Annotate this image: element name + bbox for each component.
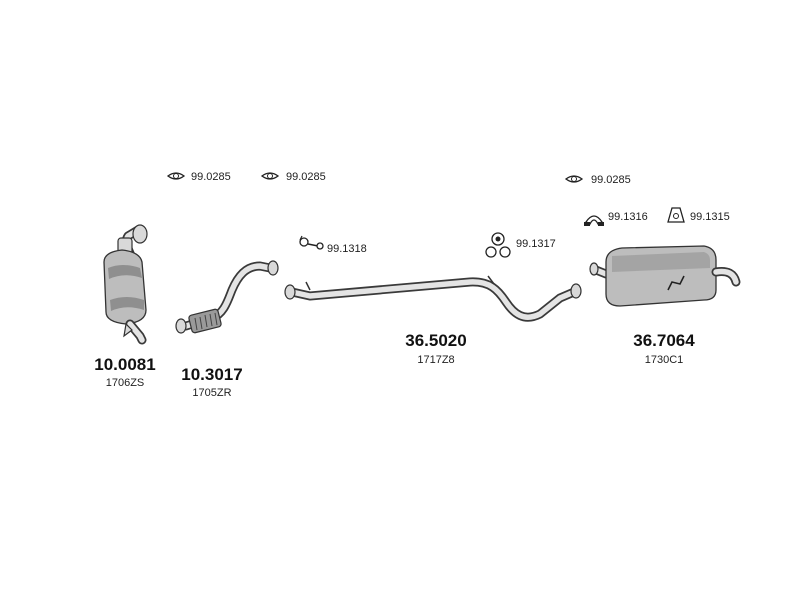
- accessory-code: 99.1317: [516, 238, 556, 250]
- accessory-code: 99.1316: [608, 211, 648, 223]
- accessory-code: 99.1315: [690, 211, 730, 223]
- part-number-label: 36.5020: [405, 331, 466, 350]
- oem-number-label: 1717Z8: [417, 354, 454, 366]
- rear-silencer-drawing: [589, 245, 741, 307]
- oem-number-label: 1705ZR: [192, 387, 231, 399]
- rubber-hanger-icon: [667, 207, 685, 223]
- intermediate-pipe-drawing: [284, 275, 582, 322]
- accessory-code: 99.0285: [286, 171, 326, 183]
- part-number-label: 36.7064: [633, 331, 695, 350]
- hanger-bracket-icon: [299, 235, 324, 250]
- front-pipe-drawing: [175, 260, 279, 334]
- accessory-gasket-2: 99.0285: [260, 171, 326, 183]
- accessory-code: 99.0285: [591, 174, 631, 186]
- part-labels: 10.0081 1706ZS 10.3017 1705ZR 36.5020 17…: [94, 331, 695, 399]
- oem-number-label: 1730C1: [645, 354, 684, 366]
- part-number-label: 10.3017: [181, 365, 242, 384]
- accessory-code: 99.1318: [327, 243, 367, 255]
- gasket-icon: [564, 175, 584, 183]
- accessory-rubber-hanger: 99.1315: [667, 207, 730, 223]
- gasket-icon: [260, 172, 280, 180]
- accessory-code: 99.0285: [191, 171, 231, 183]
- oem-number-label: 1706ZS: [106, 377, 145, 389]
- accessory-gasket-1: 99.0285: [166, 171, 231, 183]
- part-number-label: 10.0081: [94, 355, 155, 374]
- accessory-hanger-bracket: 99.1318: [299, 235, 367, 255]
- clamp-icon: [584, 215, 604, 226]
- catalytic-converter-drawing: [103, 224, 148, 345]
- gasket-icon: [166, 172, 186, 180]
- accessory-rubber-mount: 99.1317: [485, 232, 556, 258]
- rubber-mount-icon: [485, 232, 511, 258]
- accessory-gasket-3: 99.0285: [564, 174, 631, 186]
- accessory-clamp: 99.1316: [584, 211, 648, 226]
